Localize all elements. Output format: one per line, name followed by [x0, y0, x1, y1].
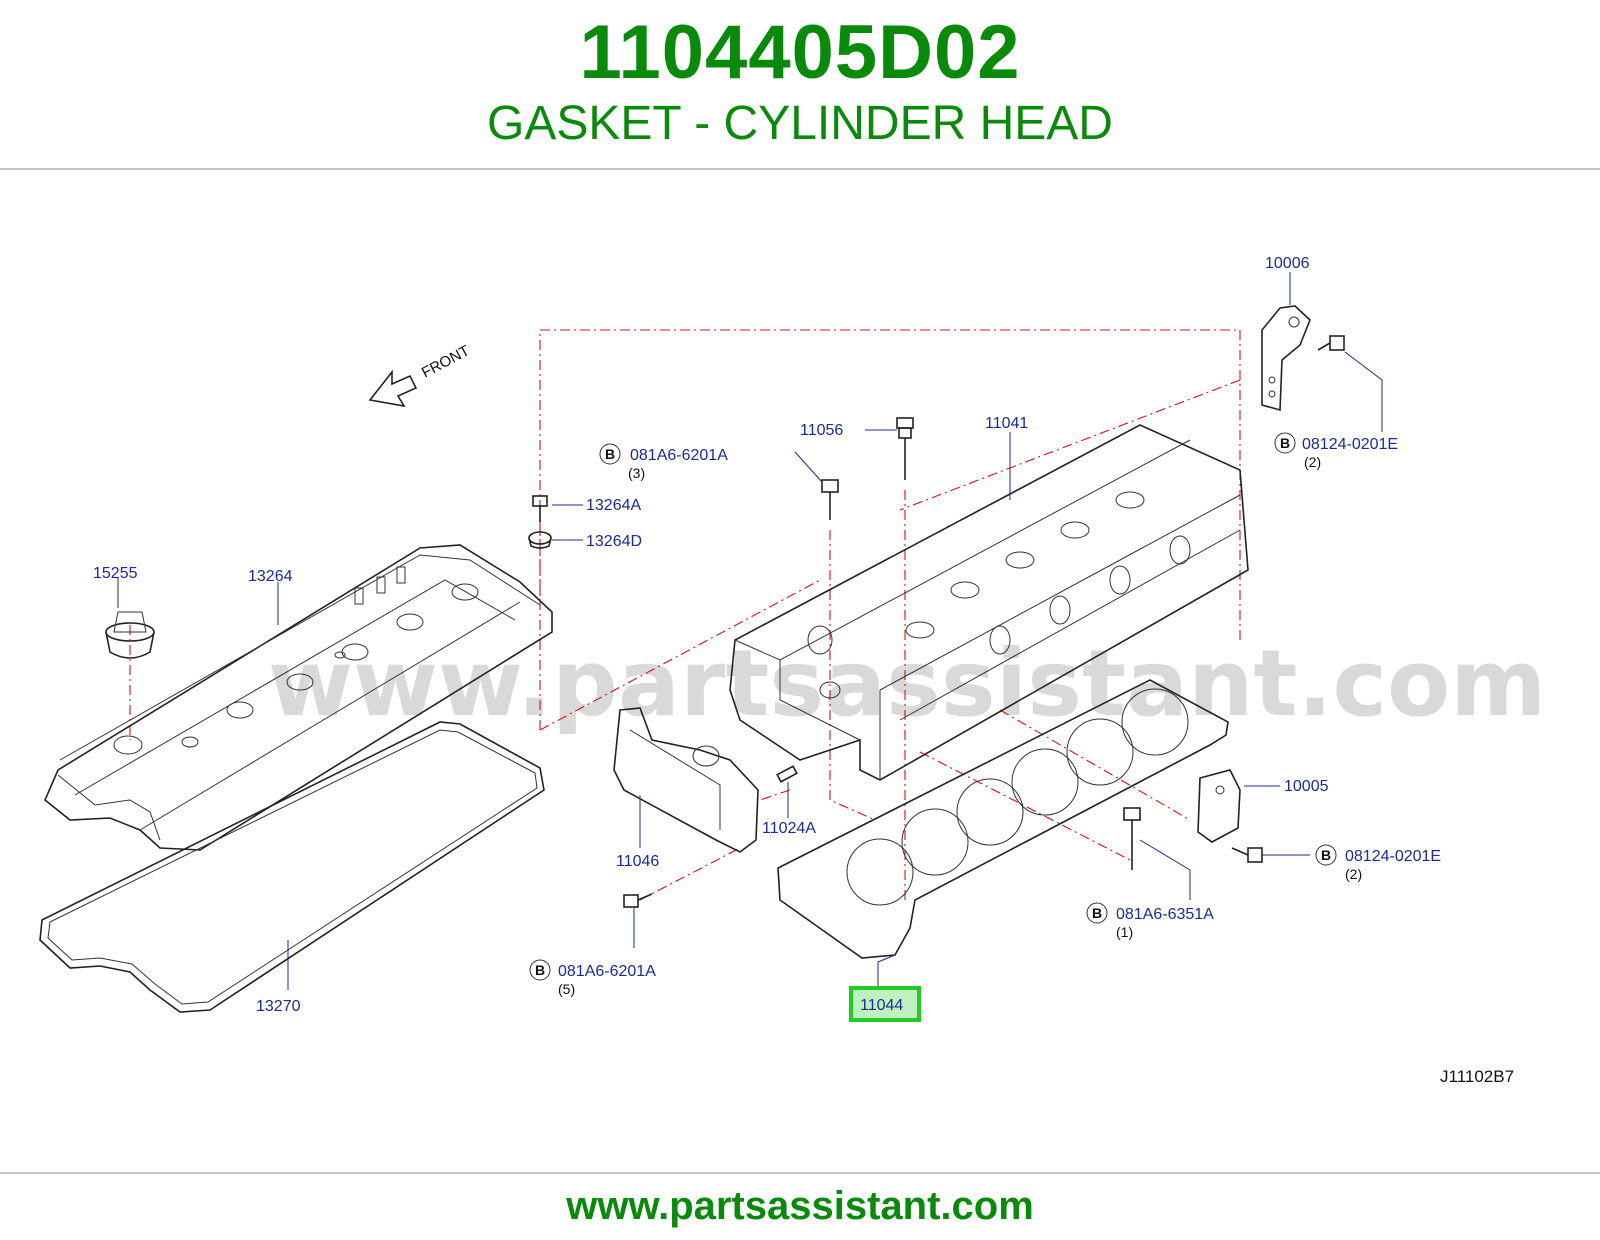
part-name-subtitle: GASKET - CYLINDER HEAD: [487, 97, 1113, 150]
label-11024a[interactable]: 11024A: [762, 820, 816, 837]
oil-filler-cap: [105, 611, 155, 659]
b-marker: [1086, 902, 1108, 924]
label-081a6-6201a-bottom[interactable]: 081A6-6201A: [558, 963, 656, 980]
engine-bracket-front: [1197, 769, 1241, 843]
qty-081a6-6201a-top: (3): [628, 465, 645, 481]
b-marker-text: B: [1321, 847, 1331, 863]
label-10005[interactable]: 10005: [1284, 778, 1329, 795]
qty-08124-0201e-top: (2): [1304, 454, 1321, 470]
b-marker-text: B: [1280, 435, 1290, 451]
label-13264[interactable]: 13264: [248, 568, 293, 585]
b-marker: [599, 443, 621, 465]
front-cover-bolt: [623, 893, 653, 908]
label-081a6-6201a-top[interactable]: 081A6-6201A: [630, 447, 728, 464]
label-13264d[interactable]: 13264D: [586, 533, 642, 550]
front-cover-plate: [613, 707, 759, 853]
qty-08124-0201e-right: (2): [1345, 866, 1362, 882]
engine-bracket-rear: [1261, 305, 1311, 412]
label-11044[interactable]: 11044: [860, 997, 903, 1014]
label-11056[interactable]: 11056: [800, 422, 843, 439]
page-header: 1104405D02 GASKET - CYLINDER HEAD: [0, 0, 1600, 170]
label-15255[interactable]: 15255: [93, 565, 138, 582]
qty-081a6-6201a-bottom: (5): [558, 981, 575, 997]
label-11041[interactable]: 11041: [985, 415, 1028, 432]
b-marker-text: B: [605, 446, 615, 462]
bracket-bolt-top: [1317, 335, 1345, 351]
cylinder-head: [729, 424, 1249, 781]
part-number-title: 1104405D02: [579, 10, 1021, 95]
footer-divider: [0, 1172, 1600, 1174]
label-081a6-6351a[interactable]: 081A6-6351A: [1116, 906, 1214, 923]
b-marker-text: B: [535, 962, 545, 978]
rocker-cover: [44, 544, 553, 851]
leader-lines: [117, 272, 1383, 990]
label-08124-0201e-right[interactable]: 08124-0201E: [1345, 848, 1441, 865]
cover-bolt: [528, 495, 552, 549]
b-marker: [529, 959, 551, 981]
qty-081a6-6351a: (1): [1116, 924, 1133, 940]
cover-gasket: [39, 721, 545, 1013]
watermark-text: www.partsassistant.com: [268, 630, 1546, 737]
label-10006[interactable]: 10006: [1265, 255, 1310, 272]
diagram-ref-code: J11102B7: [1440, 1067, 1514, 1086]
front-label: FRONT: [419, 342, 473, 381]
highlight-box-11044: [849, 986, 921, 1022]
b-marker: [1315, 844, 1337, 866]
cylinder-head-gasket: [777, 679, 1229, 959]
assembly-centerlines: [129, 329, 1241, 901]
label-13270[interactable]: 13270: [256, 998, 301, 1015]
dowel-pin: [776, 765, 798, 783]
footer-url-link[interactable]: www.partsassistant.com: [566, 1184, 1034, 1228]
b-marker-text: B: [1092, 905, 1102, 921]
label-08124-0201e-top[interactable]: 08124-0201E: [1302, 436, 1398, 453]
front-arrow-icon: [368, 369, 418, 408]
head-bolt: [821, 417, 914, 520]
head-bolt-long: [1123, 807, 1141, 870]
label-11046[interactable]: 11046: [616, 853, 659, 870]
header-divider: [0, 168, 1600, 170]
b-marker: [1274, 432, 1296, 454]
label-13264a[interactable]: 13264A: [586, 497, 641, 514]
bracket-bolt-right: [1231, 847, 1263, 863]
